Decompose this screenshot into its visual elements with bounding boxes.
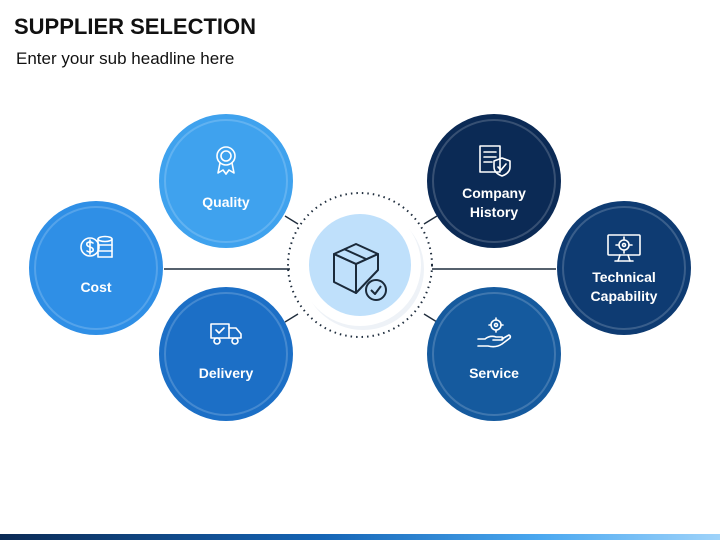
connector-delivery [284, 313, 299, 323]
connectors [164, 215, 556, 323]
document-shield-icon [479, 145, 511, 177]
node-service [427, 287, 561, 421]
node-quality-inner-ring [164, 119, 288, 243]
node-cost-inner-ring [34, 206, 158, 330]
node-service-inner-ring [432, 292, 556, 416]
node-service-ring [427, 287, 561, 421]
node-cost [29, 201, 163, 335]
connector-quality [284, 215, 299, 225]
monitor-gear-icon [607, 234, 641, 262]
award-badge-icon [216, 146, 236, 175]
node-quality-label: Quality [202, 194, 250, 210]
hub-dotted-ring [287, 192, 433, 338]
node-quality-ring [159, 114, 293, 248]
hand-gear-icon [477, 317, 512, 348]
node-delivery-label: Delivery [198, 365, 254, 381]
node-company-history [427, 114, 561, 248]
page-subtitle: Enter your sub headline here [16, 49, 235, 68]
node-delivery-ring [159, 287, 293, 421]
node-cost-ring [29, 201, 163, 335]
node-technical-capability-label: Technical Capability [590, 269, 658, 304]
node-company-history-label: Company History [462, 185, 526, 220]
page-title: SUPPLIER SELECTION [14, 14, 257, 39]
node-company-history-inner-ring [432, 119, 556, 243]
hub-fill [309, 214, 411, 316]
node-company-history-ring [427, 114, 561, 248]
center-hub [287, 192, 433, 338]
package-check-icon [333, 243, 387, 301]
node-technical-capability [557, 201, 691, 335]
coins-dollar-icon [80, 235, 113, 258]
nodes-layer [29, 114, 691, 421]
node-cost-label: Cost [80, 279, 112, 295]
node-quality [159, 114, 293, 248]
node-delivery-inner-ring [164, 292, 288, 416]
node-delivery [159, 287, 293, 421]
connector-company-history [423, 215, 438, 225]
node-technical-capability-ring [557, 201, 691, 335]
footer-accent-bar [0, 534, 720, 540]
delivery-truck-icon [210, 323, 242, 345]
node-technical-capability-inner-ring [562, 206, 686, 330]
connector-service [423, 313, 438, 323]
node-service-label: Service [469, 365, 519, 381]
